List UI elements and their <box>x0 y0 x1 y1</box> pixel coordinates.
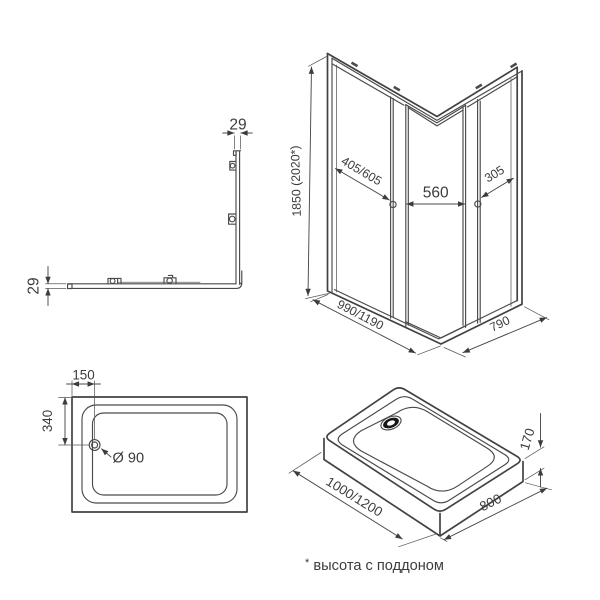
dimension-left-side: 990/1190 <box>310 294 441 356</box>
dimension-drain-offset-side: 340 <box>40 397 89 446</box>
drain-plan-circle <box>88 439 101 451</box>
corner-door-panel <box>405 104 467 339</box>
top-roller-bump <box>475 83 483 90</box>
footnote-asterisk: * <box>305 557 310 569</box>
drain-iso <box>380 415 402 431</box>
dim-label-profile-depth: 29 <box>26 277 43 294</box>
top-roller-bump <box>350 61 359 68</box>
drain-plan-inner-circle <box>91 441 99 449</box>
dim-label-drain-diameter: Ø 90 <box>113 451 145 467</box>
dim-label-enclosure-height: 1850 (2020*) <box>288 145 304 216</box>
dim-label-profile-width: 29 <box>229 117 246 134</box>
tray-iso-rim <box>337 396 510 504</box>
tray-iso-top-face <box>326 387 521 512</box>
dimension-left-door: 405/605 <box>335 154 390 201</box>
tray-plan-view: 150 340 Ø 90 <box>40 368 248 513</box>
dimension-drain-diameter: Ø 90 <box>101 448 145 467</box>
tray-outer-edge <box>71 396 248 513</box>
dim-label-right-door: 305 <box>482 163 507 186</box>
dim-label-right-side: 790 <box>488 313 513 334</box>
right-door-knob <box>474 200 482 208</box>
enclosure-outline <box>326 52 523 345</box>
dimension-tray-width: 800 <box>440 482 552 542</box>
roller-bracket <box>228 160 237 225</box>
roller-bracket <box>107 274 201 285</box>
dimension-profile-width: 29 <box>222 117 253 150</box>
tray-rim <box>81 404 238 504</box>
enclosure-3d-view: 1850 (2020*) 405/605 560 305 990/1190 79… <box>288 52 550 358</box>
top-roller-bump <box>509 62 518 69</box>
profile-view: 29 29 <box>26 117 253 306</box>
dimension-drain-offset-top: 150 <box>66 368 101 440</box>
dimension-opening: 560 <box>406 185 466 207</box>
left-door-knob <box>389 200 397 209</box>
tray-basin <box>91 412 228 496</box>
footnote-text: высота с поддоном <box>313 558 444 574</box>
dim-label-left-door: 405/605 <box>339 154 385 189</box>
dim-label-tray-length: 1000/1200 <box>323 474 385 520</box>
dimension-right-door: 305 <box>481 163 514 198</box>
dimension-tray-height: 170 <box>517 413 545 488</box>
right-door-edge <box>477 99 481 324</box>
dim-label-drain-offset-top: 150 <box>72 368 94 383</box>
dim-label-tray-width: 800 <box>477 491 504 514</box>
top-roller-bump <box>393 85 401 92</box>
dim-label-tray-height: 170 <box>517 426 538 451</box>
tray-iso-basin <box>352 406 495 492</box>
dimension-enclosure-height: 1850 (2020*) <box>288 56 330 299</box>
footnote-caption: * высота с поддоном <box>305 554 444 574</box>
dimension-tray-length: 1000/1200 <box>288 452 438 548</box>
dimension-profile-depth: 29 <box>26 266 67 306</box>
dimension-right-side: 790 <box>443 306 550 358</box>
profile-end-cap <box>67 283 73 290</box>
tray-iso-sides <box>323 437 524 537</box>
dim-label-opening: 560 <box>423 185 449 202</box>
tray-iso-view: 1000/1200 800 170 <box>288 387 552 548</box>
dim-label-drain-offset-side: 340 <box>40 410 55 432</box>
profile-top-cap <box>232 150 242 156</box>
